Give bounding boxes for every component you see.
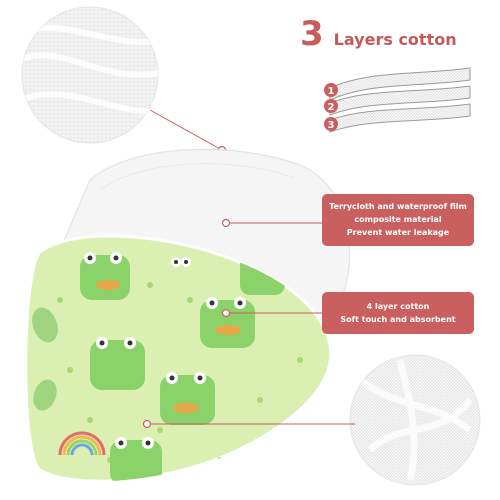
heading: 3 Layers cotton (300, 14, 457, 54)
callout-terrycloth: Terrycloth and waterproof film composite… (322, 194, 474, 246)
connector-line-top (149, 109, 223, 151)
leaf-graphic (33, 379, 57, 411)
callout-terrycloth-line-1: Terrycloth and waterproof film (329, 202, 467, 211)
heading-text: Layers cotton (333, 30, 457, 49)
cotton-gauze-closeup-image (349, 354, 481, 486)
frog-graphic (110, 437, 162, 482)
connector-dot-bottom (142, 419, 152, 429)
frog-graphic (160, 372, 215, 425)
heading-number: 3 (300, 14, 324, 54)
layer-stack-diagram: 1 2 3 (324, 67, 471, 133)
callout-terrycloth-line-2: composite material (354, 215, 442, 224)
leaf-graphic (32, 307, 58, 343)
frog-graphic (80, 252, 130, 300)
layer-number-2: 2 (328, 102, 335, 113)
rainbow-graphic (58, 431, 106, 456)
frog-print-front-layer (24, 234, 333, 483)
callout-cotton: 4 layer cotton Soft touch and absorbent (322, 292, 474, 334)
callout-dot-top (221, 218, 231, 228)
callout-dot-bottom (221, 308, 231, 318)
frog-graphic (90, 337, 145, 390)
layer-number-3: 3 (328, 120, 335, 131)
frog-graphic (200, 297, 255, 348)
layer-sheet (329, 67, 471, 101)
terrycloth-closeup-image (21, 6, 159, 144)
layer-sheet (329, 85, 471, 116)
callout-cotton-line-2: Soft touch and absorbent (340, 315, 456, 324)
layer-sheet (329, 103, 471, 133)
layer-number-badge-2 (324, 99, 338, 113)
callout-terrycloth-line-3: Prevent water leakage (346, 228, 450, 237)
layer-number-1: 1 (328, 86, 335, 97)
layer-number-badge-3 (324, 117, 338, 131)
callout-cotton-line-1: 4 layer cotton (366, 302, 430, 311)
layer-number-badge-1 (324, 83, 338, 97)
